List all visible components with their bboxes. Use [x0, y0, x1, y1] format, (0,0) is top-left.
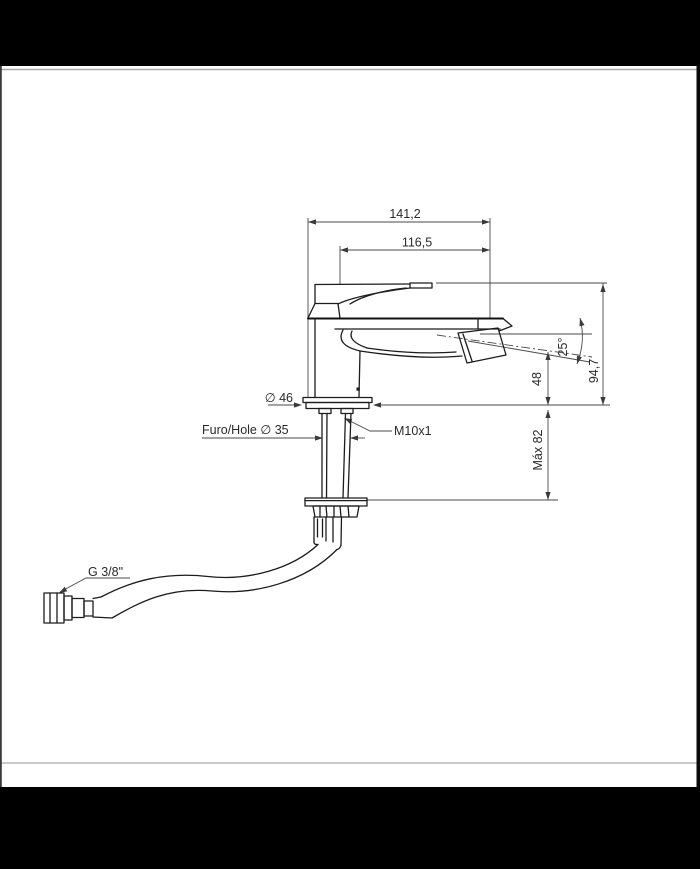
dim-shank-thread: M10x1: [394, 424, 432, 438]
dim-spout-reach: 116,5: [402, 236, 432, 250]
dim-overall-length: 141,2: [389, 207, 420, 221]
faucet-outline: [302, 282, 513, 518]
left-edge-rule: [0, 66, 2, 787]
flexible-hose: [43, 516, 343, 624]
dim-total-height: 94,7: [587, 359, 601, 383]
dimension-lines: [59, 218, 610, 593]
dim-aerator-angle: 25°: [556, 338, 570, 357]
right-edge-rule: [696, 66, 700, 787]
dim-hole-diameter: Furo/Hole ∅ 35: [202, 423, 289, 437]
dim-hose-connection: G 3/8": [88, 565, 123, 579]
dim-max-deck-thickness: Máx 82: [531, 429, 545, 470]
dim-base-diameter: ∅ 46: [265, 391, 293, 405]
dim-spout-outlet-height: 48: [530, 372, 544, 386]
dimension-labels: 141,2 116,5 25° 94,7 48 Máx 82 ∅ 46 Furo…: [88, 207, 601, 579]
